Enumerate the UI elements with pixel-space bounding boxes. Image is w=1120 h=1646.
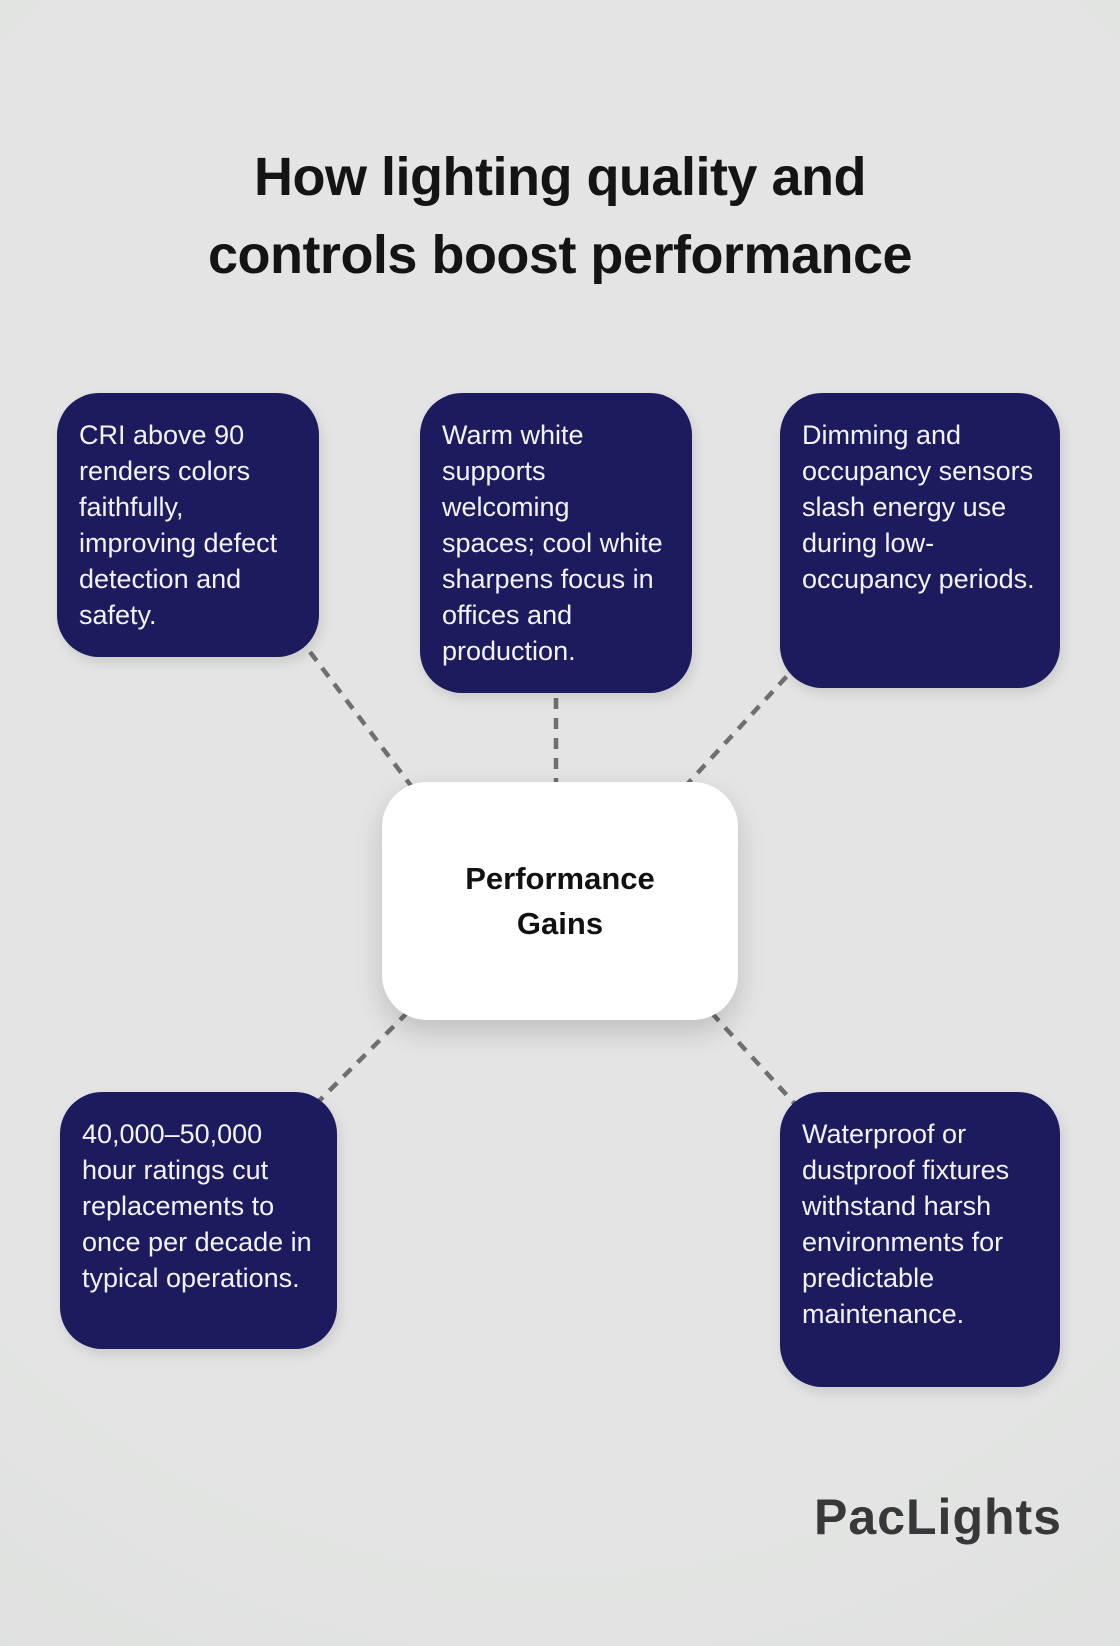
connector-line-lifespan — [303, 996, 424, 1117]
node-card-lifespan: 40,000–50,000 hour ratings cut replaceme… — [60, 1092, 337, 1349]
node-text-cri: CRI above 90 renders colors faithfully, … — [79, 420, 278, 630]
node-text-ip-rating: Waterproof or dustproof fixtures withsta… — [802, 1119, 1010, 1329]
node-text-lifespan: 40,000–50,000 hour ratings cut replaceme… — [82, 1119, 312, 1293]
node-card-cri: CRI above 90 renders colors faithfully, … — [57, 393, 319, 657]
page-title-line-1: How lighting quality and — [254, 147, 866, 208]
node-text-sensors: Dimming and occupancy sensors slash ener… — [802, 420, 1035, 594]
page-title: How lighting quality and controls boost … — [0, 138, 1120, 294]
node-card-sensors: Dimming and occupancy sensors slash ener… — [780, 393, 1060, 688]
connector-line-cri — [296, 634, 420, 797]
node-card-color-temperature: Warm white supports welcoming spaces; co… — [420, 393, 692, 693]
page-title-line-2: controls boost performance — [207, 225, 913, 286]
node-text-color-temperature: Warm white supports welcoming spaces; co… — [442, 420, 663, 666]
connector-line-sensors — [666, 660, 802, 807]
connector-line-ip-rating — [696, 996, 807, 1117]
node-card-ip-rating: Waterproof or dustproof fixtures withsta… — [780, 1092, 1060, 1387]
paclights-logo: PacLights — [814, 1489, 1062, 1545]
center-node-label: Performance Gains — [465, 861, 655, 941]
performance-gains-node: Performance Gains — [382, 782, 738, 1020]
